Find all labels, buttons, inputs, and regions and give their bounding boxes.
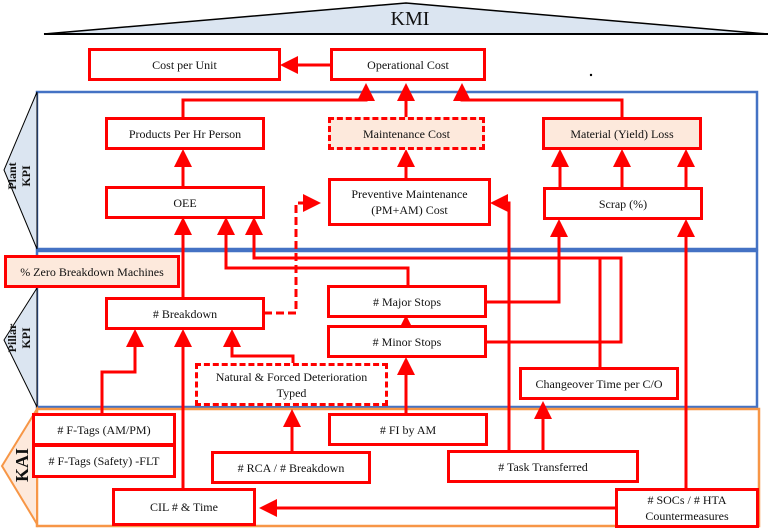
arrow-breakdown-to-pm-dashed [264, 194, 321, 315]
stray-dot [589, 73, 593, 77]
node-text: # Task Transferred [498, 459, 588, 474]
node-cil[interactable]: CIL # & Time [112, 488, 256, 526]
node-text: Material (Yield) Loss [570, 126, 674, 141]
node-text: # Minor Stops [372, 334, 442, 349]
arrow-task-to-pm [490, 194, 511, 452]
node-text: Products Per Hr Person [128, 126, 242, 141]
node-oee[interactable]: OEE [105, 186, 265, 219]
node-ftags-safety[interactable]: # F-Tags (Safety) -FLT [32, 444, 176, 478]
node-text: Cost per Unit [152, 57, 217, 72]
node-text: Scrap (%) [598, 196, 648, 211]
node-text-line2: Typed [276, 385, 307, 400]
node-breakdown[interactable]: # Breakdown [105, 297, 265, 330]
node-material-loss[interactable]: Material (Yield) Loss [542, 117, 702, 150]
pillar-kpi-text: Pillar KPI [5, 323, 33, 353]
arrow-deterioration-to-breakdown [223, 329, 295, 364]
node-text-line1: # SOCs / # HTA [647, 493, 727, 507]
node-rca[interactable]: # RCA / # Breakdown [211, 451, 371, 484]
arrow-products-to-opcost [181, 83, 375, 118]
node-text: Maintenance Cost [363, 126, 450, 141]
node-text: OEE [173, 195, 197, 210]
plant-kpi-text: Plant KPI [5, 162, 33, 190]
pillar-kpi-label: Pillar KPI [5, 313, 33, 363]
node-text-line1: Natural & Forced Deterioration [215, 369, 368, 384]
node-text: # RCA / # Breakdown [237, 460, 345, 475]
node-fi-by-am[interactable]: # FI by AM [328, 413, 488, 446]
node-scrap[interactable]: Scrap (%) [543, 187, 703, 220]
node-text-line1: Preventive Maintenance [351, 187, 468, 201]
node-text: Operational Cost [367, 57, 449, 72]
arrow-majorstops-to-oee [217, 217, 410, 288]
node-text: Changeover Time per C/O [535, 376, 663, 391]
arrow-majorstops-to-scrap [486, 219, 568, 304]
node-maintenance-cost[interactable]: Maintenance Cost [328, 117, 485, 150]
arrow-minorstops-to-oee [245, 217, 623, 344]
node-text: # FI by AM [379, 422, 437, 437]
node-text-line2: (PM+AM) Cost [371, 203, 448, 217]
node-text: CIL # & Time [150, 500, 218, 514]
plant-kpi-label: Plant KPI [5, 151, 33, 201]
node-task-transferred[interactable]: # Task Transferred [447, 450, 639, 483]
node-text-line2: Countermeasures [645, 509, 729, 523]
node-deterioration[interactable]: Natural & Forced Deterioration Typed [195, 363, 388, 406]
node-major-stops[interactable]: # Major Stops [327, 285, 487, 318]
node-minor-stops[interactable]: # Minor Stops [327, 325, 487, 358]
node-socs[interactable]: # SOCs / # HTA Countermeasures [615, 488, 759, 528]
plant-kpi-triangle [3, 91, 38, 250]
node-products-per-hr[interactable]: Products Per Hr Person [105, 117, 265, 150]
kmi-title: KMI [390, 8, 430, 30]
arrow-material-to-opcost [453, 83, 624, 118]
node-text: # Breakdown [152, 306, 218, 321]
node-operational-cost[interactable]: Operational Cost [330, 48, 486, 81]
node-text: # F-Tags (AM/PM) [57, 422, 151, 437]
pillar-kpi-triangle [3, 286, 38, 408]
node-changeover[interactable]: Changeover Time per C/O [519, 367, 679, 400]
node-text: # F-Tags (Safety) -FLT [48, 454, 160, 468]
node-text: # Major Stops [372, 294, 441, 309]
kai-text: KAI [12, 448, 32, 483]
node-text: % Zero Breakdown Machines [20, 264, 164, 279]
arrow-ftags-to-breakdown [100, 329, 144, 414]
node-ftags-ampm[interactable]: # F-Tags (AM/PM) [32, 413, 176, 446]
node-cost-per-unit[interactable]: Cost per Unit [88, 48, 281, 81]
node-pm-cost[interactable]: Preventive Maintenance (PM+AM) Cost [328, 178, 491, 226]
kai-label: KAI [12, 445, 32, 485]
node-zero-breakdown[interactable]: % Zero Breakdown Machines [4, 255, 180, 288]
